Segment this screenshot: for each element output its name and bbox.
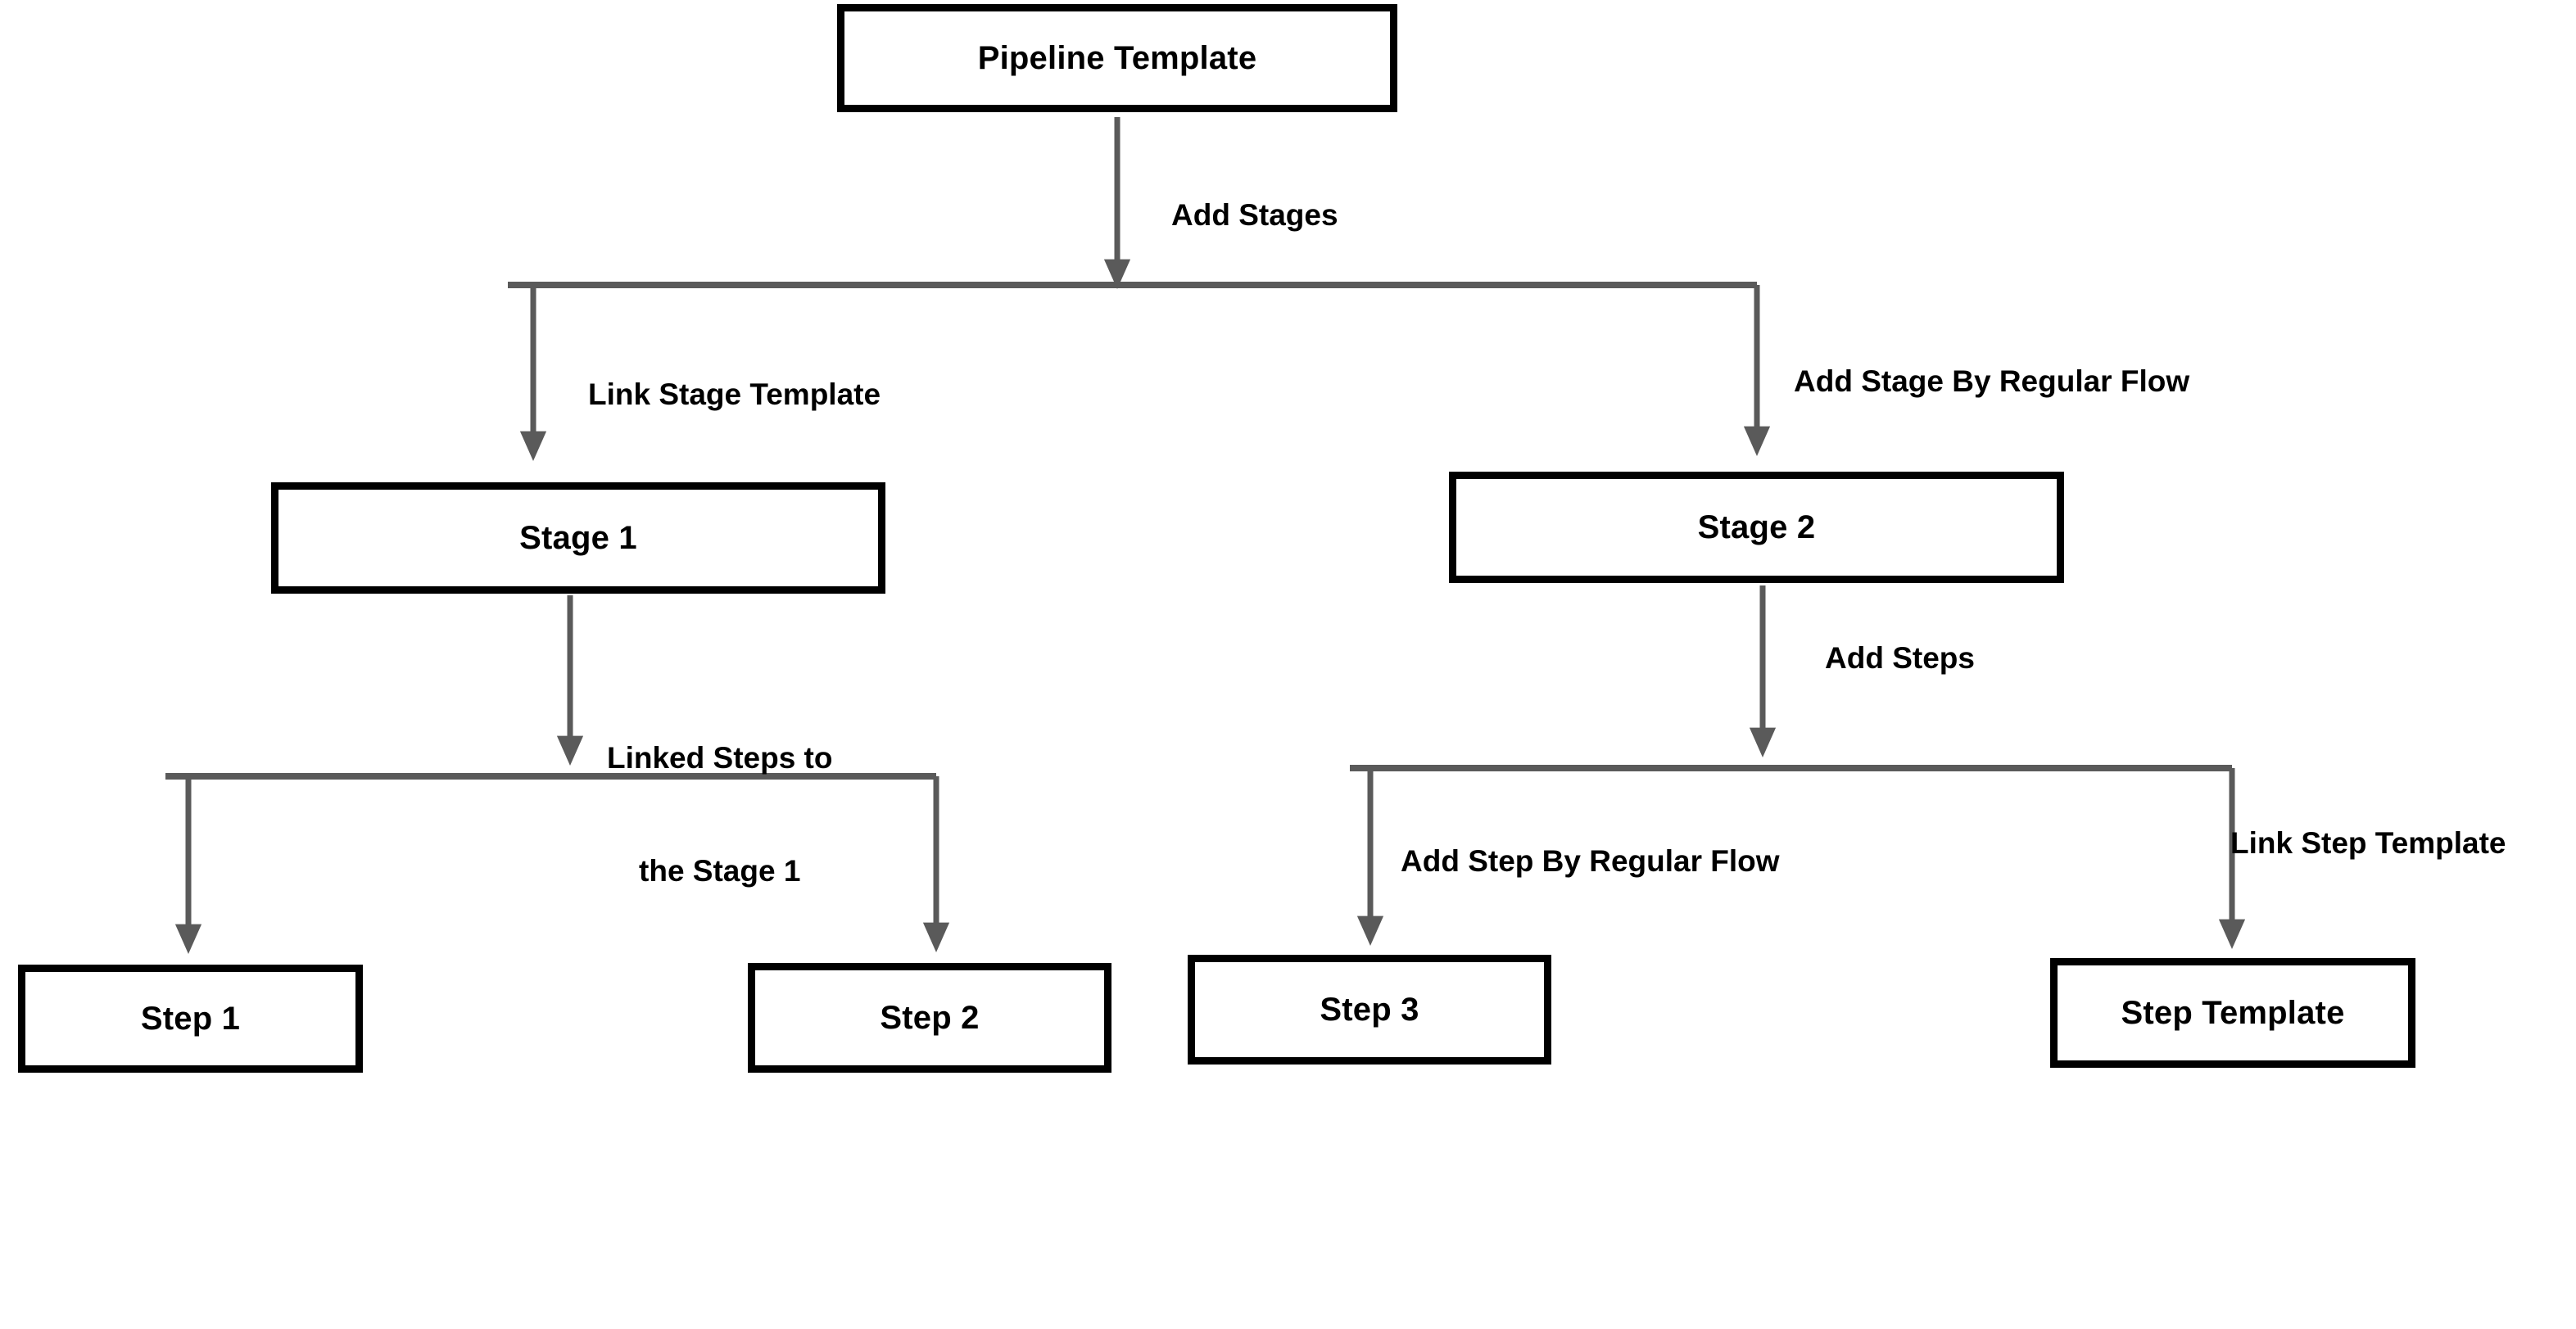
node-label-step-2: Step 2 [880, 1000, 980, 1036]
edge-split-bar-left [165, 773, 950, 954]
edge-label-add-steps: Add Steps [1825, 641, 1975, 675]
edge-label-link-stage-template: Link Stage Template [588, 377, 881, 411]
node-stage-2[interactable]: Stage 2 [1449, 472, 2064, 583]
edge-label-linked-steps-line-1: Linked Steps to [607, 740, 833, 775]
node-pipeline-template[interactable]: Pipeline Template [837, 4, 1397, 112]
edge-label-add-stages: Add Stages [1171, 198, 1338, 232]
edge-split-bar-top [508, 282, 1771, 461]
node-label-step-3: Step 3 [1320, 992, 1419, 1028]
node-step-1[interactable]: Step 1 [18, 965, 363, 1073]
node-step-template[interactable]: Step Template [2050, 958, 2415, 1068]
node-step-2[interactable]: Step 2 [748, 963, 1111, 1073]
edge-label-link-step-template: Link Step Template [2230, 826, 2506, 860]
node-label-step-1: Step 1 [140, 1001, 241, 1037]
edge-label-linked-steps-line-2: the Stage 1 [639, 854, 801, 888]
node-step-3[interactable]: Step 3 [1188, 955, 1551, 1065]
edge-label-linked-steps-to-the-stage-1: Linked Steps to the Stage 1 [607, 663, 832, 966]
node-label-step-template: Step Template [2121, 995, 2345, 1031]
edge-label-add-stage-by-regular-flow: Add Stage By Regular Flow [1794, 364, 2190, 398]
edge-split-bar-right [1350, 765, 2246, 949]
edge-label-add-step-by-regular-flow: Add Step By Regular Flow [1401, 844, 1780, 878]
node-label-stage-2: Stage 2 [1697, 509, 1816, 545]
node-label-pipeline-template: Pipeline Template [977, 40, 1257, 76]
node-label-stage-1: Stage 1 [519, 520, 637, 556]
node-stage-1[interactable]: Stage 1 [271, 482, 885, 594]
